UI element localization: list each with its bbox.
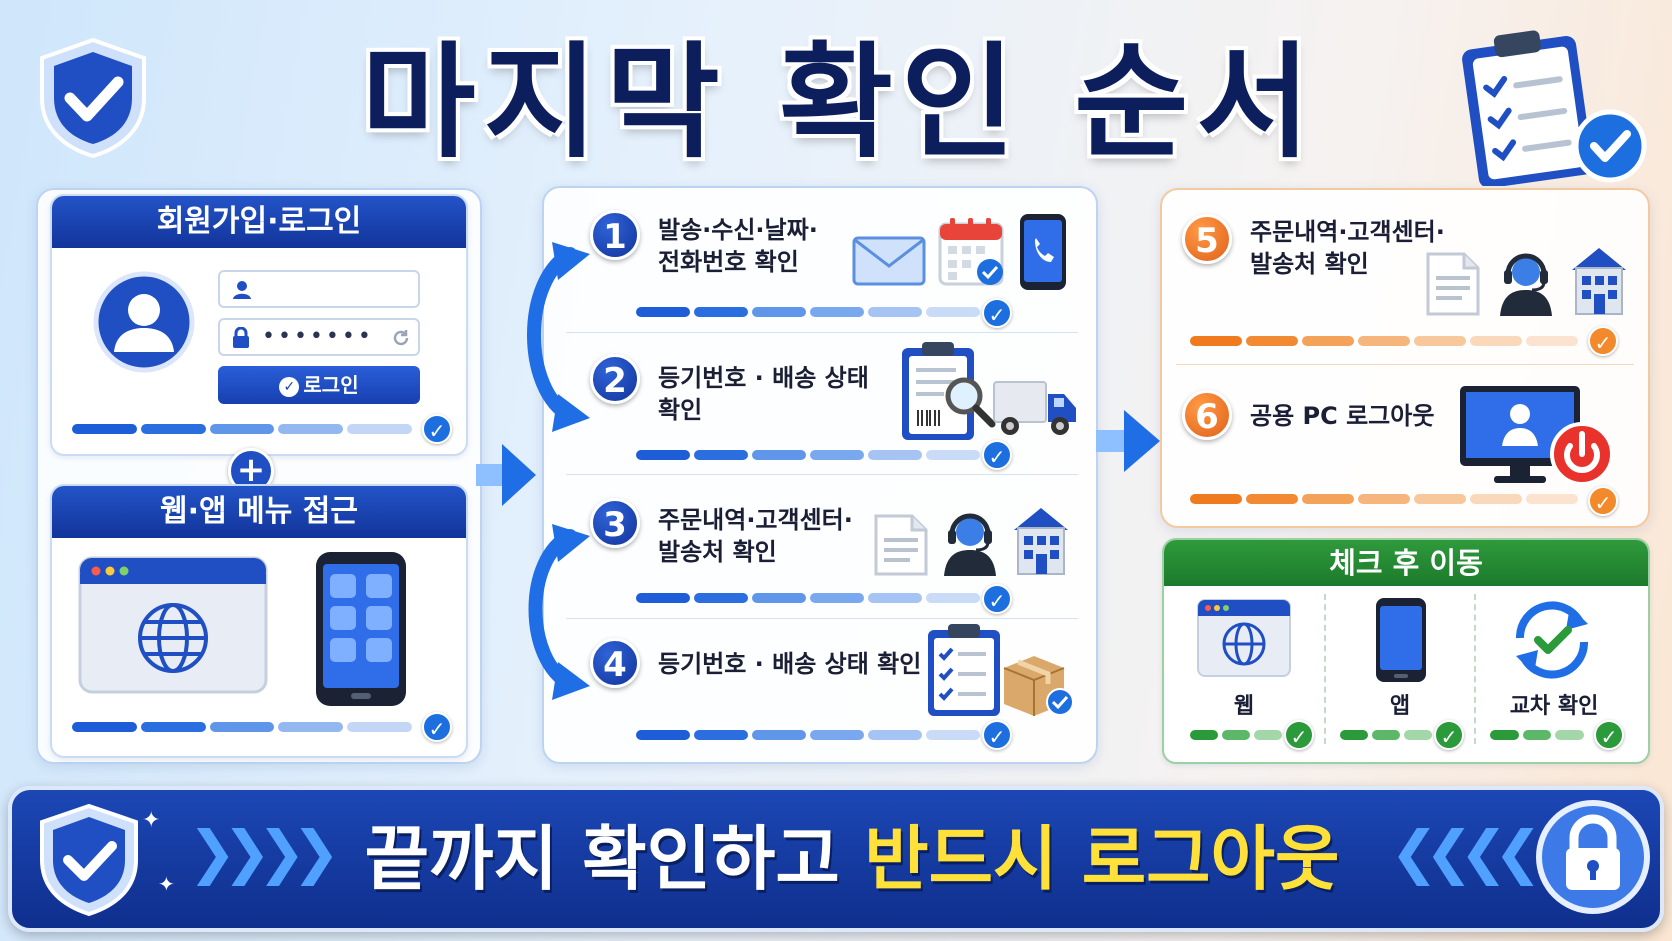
envelope-icon	[852, 236, 926, 286]
browser-globe-icon	[78, 556, 268, 694]
step-6-number: 6	[1182, 390, 1232, 440]
login-card-header: 회원가입·로그인	[52, 196, 466, 248]
divider	[1176, 364, 1634, 365]
login-check-icon: ✓	[422, 414, 452, 444]
step-3-progress-bar	[636, 593, 980, 603]
check-move-cross-label: 교차 확인	[1509, 694, 1599, 719]
check-move-header: 체크 후 이동	[1164, 540, 1648, 586]
divider	[566, 618, 1078, 619]
app-progress-bar	[1340, 730, 1432, 740]
checklist-icon	[928, 624, 1000, 716]
arrow-right-icon	[1096, 410, 1160, 472]
password-mask: •••••••	[262, 324, 374, 349]
smartphone-icon	[316, 552, 406, 706]
browser-globe-icon	[1197, 599, 1291, 677]
bottom-message: 끝까지 확인하고 반드시 로그아웃	[342, 790, 1362, 928]
username-field[interactable]	[218, 270, 420, 308]
step-2-number: 2	[590, 354, 640, 404]
curved-arrow-icon	[528, 524, 590, 700]
shield-check-icon	[40, 37, 146, 159]
arrow-right-icon	[476, 444, 536, 506]
headset-agent-icon	[1500, 253, 1552, 316]
step-3-text: 주문내역·고객센터·발송처 확인	[658, 506, 853, 566]
monitor-user-icon	[1460, 386, 1614, 486]
building-icon	[1572, 248, 1626, 315]
headset-agent-icon	[944, 513, 996, 576]
step-1-text: 발송·수신·날짜·전화번호 확인	[658, 216, 818, 276]
user-icon	[93, 271, 195, 373]
truck-icon	[993, 381, 1076, 435]
page-title: 마지막 확인 순서	[361, 31, 1319, 175]
sparkle-icon: ✦	[142, 808, 161, 833]
step-1-check-icon: ✓	[982, 298, 1012, 328]
step-5-text: 주문내역·고객센터·발송처 확인	[1250, 218, 1445, 278]
sparkle-icon: ✦	[158, 872, 175, 896]
step-5-check-icon: ✓	[1588, 326, 1618, 356]
user-small-icon	[233, 281, 251, 299]
step-6-text: 공용 PC 로그아웃	[1250, 402, 1435, 430]
padlock-icon	[1536, 800, 1650, 914]
bottom-message-part2: 반드시 로그아웃	[864, 818, 1340, 900]
step-6-check-icon: ✓	[1588, 486, 1618, 516]
smartphone-icon	[1376, 598, 1426, 682]
package-icon	[1003, 656, 1074, 716]
step-1-number: 1	[590, 210, 640, 260]
step-3-number: 3	[590, 498, 640, 548]
document-icon	[1426, 252, 1480, 316]
cross-progress-bar	[1490, 730, 1585, 740]
cross-check-icon: ✓	[1594, 720, 1624, 750]
document-icon	[874, 514, 928, 576]
shield-check-icon	[40, 803, 138, 917]
bottom-message-part1: 끝까지 확인하고	[364, 818, 865, 900]
menu-check-icon: ✓	[422, 712, 452, 742]
login-button[interactable]: ✓로그인	[218, 366, 420, 404]
login-progress-bar	[72, 424, 412, 434]
step-1-progress-bar	[636, 307, 980, 317]
check-move-web-label: 웹	[1233, 694, 1255, 719]
menu-card-header: 웹·앱 메뉴 접근	[52, 486, 466, 538]
step-2-progress-bar	[636, 450, 980, 460]
step-2-check-icon: ✓	[982, 440, 1012, 470]
divider	[1474, 594, 1476, 744]
check-move-app-label: 앱	[1389, 694, 1411, 719]
chevrons-left-icon: ❮❮❮❮	[1390, 818, 1542, 886]
refresh-icon	[393, 330, 409, 346]
login-button-label: 로그인	[303, 373, 359, 397]
divider	[566, 474, 1078, 475]
login-button-check-icon: ✓	[279, 376, 300, 397]
divider	[566, 332, 1078, 333]
bottom-banner: ✦ ✦ ❯❯❯❯ 끝까지 확인하고 반드시 로그아웃 ❮❮❮❮	[8, 786, 1664, 932]
web-progress-bar	[1190, 730, 1282, 740]
step-5-progress-bar	[1190, 336, 1578, 346]
app-check-icon: ✓	[1434, 720, 1464, 750]
sync-check-icon	[1515, 601, 1589, 679]
phone-icon	[1020, 214, 1066, 290]
step-4-number: 4	[590, 638, 640, 688]
web-check-icon: ✓	[1284, 720, 1314, 750]
step-3-check-icon: ✓	[982, 584, 1012, 614]
step-4-check-icon: ✓	[982, 720, 1012, 750]
calendar-icon	[938, 218, 1004, 286]
step-5-number: 5	[1182, 214, 1232, 264]
divider	[1324, 594, 1326, 744]
step-4-progress-bar	[636, 730, 980, 740]
curved-arrow-icon	[527, 242, 590, 432]
menu-progress-bar	[72, 722, 412, 732]
clipboard-check-icon	[1462, 30, 1647, 186]
lock-icon	[233, 327, 249, 348]
chevrons-right-icon: ❯❯❯❯	[188, 818, 340, 886]
step-6-progress-bar	[1190, 494, 1578, 504]
clipboard-search-icon	[902, 342, 996, 440]
step-4-text: 등기번호 · 배송 상태 확인	[658, 650, 922, 678]
building-icon	[1014, 508, 1068, 575]
password-field[interactable]: •••••••	[218, 318, 420, 356]
